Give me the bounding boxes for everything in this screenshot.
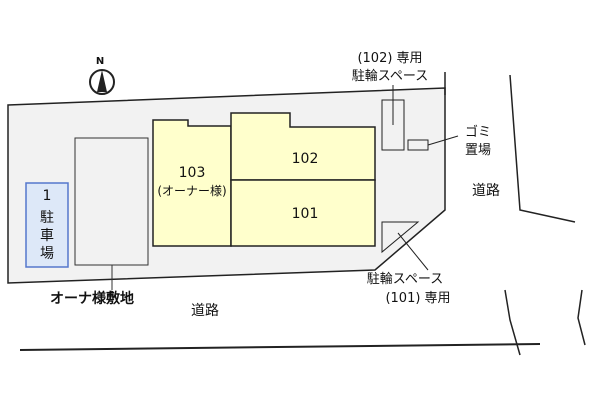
bike-space-101-label-1: 駐輪スペース [367, 271, 443, 287]
garbage-label-2: 置場 [465, 143, 491, 158]
parking-label-3: 場 [40, 246, 54, 262]
unit-103-number: 103 [179, 165, 206, 181]
parking-label-2: 車 [40, 227, 54, 244]
parking-number: 1 [43, 188, 52, 204]
bike-space-102-label-2: 駐輪スペース [352, 68, 428, 84]
compass-label: N [96, 56, 104, 67]
road-edge-east-lower [577, 289, 586, 346]
bike-space-102-label-1: (102) 専用 [357, 51, 422, 66]
bike-space-101-leader [397, 232, 429, 271]
bike-space-101-label-2: (101) 専用 [385, 291, 450, 306]
road-label-east: 道路 [472, 183, 500, 199]
garbage-label-1: ゴミ [465, 124, 491, 140]
compass-icon: N [89, 56, 115, 95]
unit-101 [230, 179, 376, 247]
road-edge-south [19, 343, 541, 351]
unit-101-number: 101 [292, 206, 319, 222]
owner-land-label: オーナ様敷地 [50, 290, 134, 307]
garbage-leader [427, 135, 459, 146]
road-edge-southeast [504, 289, 521, 356]
unit-102-number: 102 [292, 151, 319, 167]
bike-space-101 [381, 221, 420, 254]
parking-label-1: 駐 [40, 210, 54, 226]
road-label-south: 道路 [191, 303, 219, 319]
parking-space [25, 182, 69, 268]
unit-103-note: (オーナー様) [157, 184, 226, 198]
unit-103 [152, 119, 232, 247]
road-edge-east [509, 74, 576, 223]
